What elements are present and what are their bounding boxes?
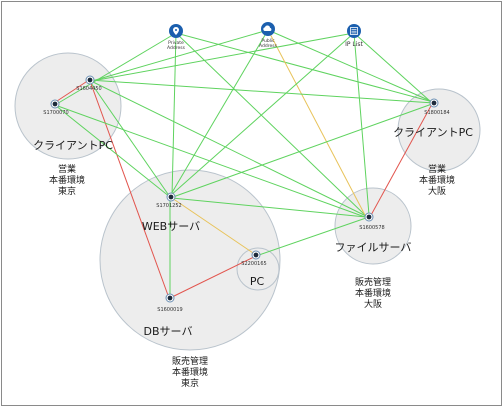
- edge: [54, 104, 366, 218]
- caption-line: 東京: [181, 377, 199, 389]
- caption-osaka-client: 営業 本番環境 大阪: [419, 163, 455, 197]
- cluster-pc[interactable]: [236, 247, 280, 291]
- edge: [91, 29, 269, 82]
- public-address-label-1: Public: [261, 38, 275, 44]
- node-role-label: DBサーバ: [144, 325, 193, 338]
- edge: [88, 79, 367, 217]
- caption-line: 本番環境: [172, 366, 208, 378]
- private-address-label-2: Address: [167, 45, 186, 51]
- node-id: S1800184: [424, 110, 449, 116]
- node-id: S1604450: [76, 86, 101, 92]
- node-file-server[interactable]: S1600578 ファイルサーバ: [335, 212, 412, 254]
- device-icon: [431, 100, 437, 106]
- ip-list-node[interactable]: IP List: [345, 24, 364, 48]
- edge: [88, 79, 435, 104]
- edge: [175, 32, 366, 216]
- node-id: S1700070: [43, 110, 68, 116]
- edge: [169, 255, 257, 299]
- node-pc[interactable]: S2200165 PC: [241, 250, 267, 288]
- node-osaka-client[interactable]: S1800184 クライアントPC: [393, 98, 473, 139]
- edge: [267, 29, 367, 218]
- cluster-osaka-server[interactable]: [334, 187, 412, 265]
- node-id: S1600578: [359, 225, 384, 231]
- caption-line: 本番環境: [419, 174, 455, 186]
- device-icon: [87, 77, 93, 83]
- edge: [54, 32, 177, 106]
- node-db-server[interactable]: S1600019 DBサーバ: [144, 293, 193, 338]
- caption-line: 大阪: [428, 185, 446, 197]
- node-role-label: PC: [250, 275, 265, 288]
- device-icon: [168, 194, 174, 200]
- edge: [53, 79, 90, 104]
- edge: [91, 32, 355, 82]
- edge: [169, 29, 269, 197]
- edge: [171, 197, 367, 218]
- cluster-tokyo-server[interactable]: [99, 169, 281, 351]
- edge: [353, 32, 432, 103]
- node-id: S1600019: [157, 307, 182, 313]
- node-id: S1701252: [156, 203, 181, 209]
- caption-tokyo-client: 営業 本番環境 東京: [49, 163, 85, 197]
- private-address-label-1: Private: [168, 40, 184, 46]
- node-tokyo-client-b[interactable]: S1700070 クライアントPC: [33, 99, 113, 152]
- cluster-osaka-client[interactable]: [397, 88, 481, 172]
- node-tokyo-client-a[interactable]: S1604450: [76, 75, 102, 92]
- caption-line: 本番環境: [355, 287, 391, 299]
- edge: [175, 32, 434, 103]
- edge: [267, 29, 434, 103]
- public-address-node[interactable]: Public Address: [259, 22, 278, 49]
- node-role-label: ファイルサーバ: [335, 241, 412, 254]
- caption-line: 営業: [58, 163, 76, 175]
- edge: [169, 32, 355, 197]
- caption-line: 大阪: [364, 298, 382, 310]
- node-role-label: WEBサーバ: [142, 220, 200, 233]
- node-role-label: クライアントPC: [33, 139, 113, 152]
- caption-line: 営業: [428, 163, 446, 175]
- device-icon: [52, 101, 58, 107]
- edge: [171, 32, 177, 197]
- caption-line: 販売管理: [172, 355, 208, 367]
- device-icon: [366, 214, 372, 220]
- device-icon: [253, 252, 259, 258]
- edge: [369, 103, 433, 218]
- node-id: S2200165: [241, 261, 266, 267]
- device-icon: [167, 295, 173, 301]
- caption-line: 販売管理: [355, 276, 391, 288]
- edge: [54, 104, 171, 198]
- caption-line: 東京: [58, 185, 76, 197]
- edge: [353, 32, 370, 216]
- private-address-node[interactable]: Private Address: [167, 24, 186, 51]
- edge: [89, 80, 170, 299]
- node-role-label: クライアントPC: [393, 126, 473, 139]
- edge: [88, 79, 171, 198]
- node-web-server[interactable]: S1701252 WEBサーバ: [142, 192, 200, 233]
- ip-list-label: IP List: [345, 41, 363, 48]
- caption-line: 本番環境: [49, 174, 85, 186]
- caption-tokyo-server: 販売管理 本番環境 東京: [172, 355, 208, 389]
- edge: [171, 197, 257, 256]
- cluster-tokyo-client[interactable]: [14, 52, 122, 160]
- edge: [172, 103, 433, 198]
- edges: [53, 29, 435, 299]
- public-address-label-2: Address: [259, 43, 278, 49]
- caption-osaka-server: 販売管理 本番環境 大阪: [355, 276, 391, 310]
- edge: [255, 217, 367, 257]
